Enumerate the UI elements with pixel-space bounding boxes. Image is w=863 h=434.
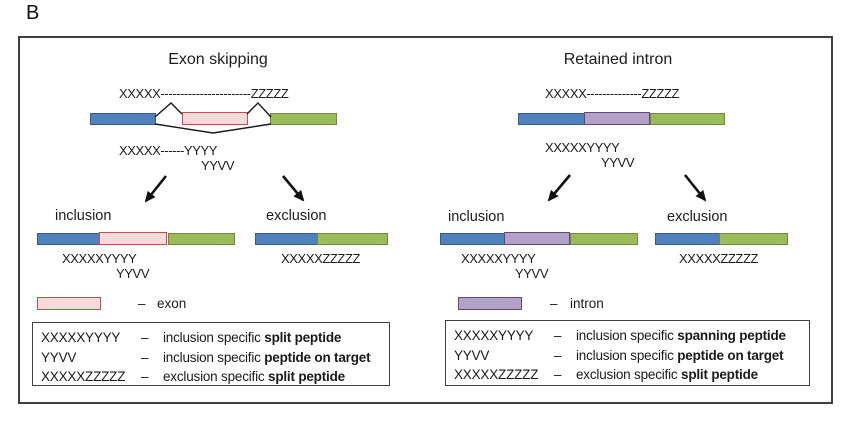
key-row: XXXXXZZZZZ – exclusion specific split pe… [454, 365, 801, 385]
retained-intron-inclusion-seq-1: XXXXXYYYY [461, 251, 536, 266]
intron-legend-label: intron [570, 296, 604, 311]
exon-skipping-exclusion-green-bar [317, 233, 388, 245]
key-row: XXXXXYYYY – inclusion specific split pep… [41, 328, 381, 348]
retained-intron-exclusion-seq: XXXXXZZZZZ [679, 251, 759, 266]
retained-intron-junction-sequence-1: XXXXXYYYY [545, 140, 620, 155]
retained-intron-inclusion-label: inclusion [448, 209, 505, 225]
retained-intron-inclusion-seq-2: YYVV [515, 266, 549, 281]
key-row: XXXXXZZZZZ – exclusion specific split pe… [41, 367, 381, 387]
key-description: inclusion specific peptide on target [576, 347, 784, 363]
exon-skipping-exclusion-blue-bar [255, 233, 318, 245]
exon-legend-dash: – [138, 296, 146, 311]
exon-skipping-inclusion-blue-bar [37, 233, 100, 245]
exon-skipping-inclusion-exon-bar [99, 232, 167, 245]
retained-intron-title: Retained intron [563, 51, 673, 68]
key-code: XXXXXYYYY [41, 330, 121, 345]
exon-skipping-alternative-exon-bar [182, 112, 248, 125]
retained-intron-key-box: XXXXXYYYY – inclusion specific spanning … [445, 320, 810, 386]
key-description: inclusion specific peptide on target [163, 349, 371, 365]
key-row: YYVV – inclusion specific peptide on tar… [41, 348, 381, 368]
key-code: XXXXXZZZZZ [454, 367, 539, 382]
retained-intron-intron-bar [584, 112, 650, 125]
retained-intron-exclusion-blue-bar [655, 233, 720, 245]
retained-intron-inclusion-blue-bar [440, 233, 505, 245]
key-dash: – [141, 369, 149, 384]
exon-skipping-inclusion-seq-2: YYVV [116, 266, 150, 281]
exon-skipping-exclusion-seq: XXXXXZZZZZ [281, 251, 361, 266]
retained-intron-exclusion-label: exclusion [667, 209, 728, 225]
exon-skipping-premrna-sequence: XXXXX-----------------------ZZZZZ [119, 86, 289, 101]
intron-legend-swatch [458, 297, 522, 310]
exon-skipping-inclusion-green-bar [168, 233, 235, 245]
intron-legend-dash: – [550, 296, 558, 311]
key-dash: – [141, 330, 149, 345]
exon-legend-swatch [37, 297, 101, 310]
key-dash: – [554, 367, 562, 382]
retained-intron-left-exon-bar [518, 113, 585, 125]
retained-intron-inclusion-intron-bar [504, 232, 570, 245]
exon-skipping-left-exon-bar [90, 113, 156, 125]
key-description: exclusion specific split peptide [163, 369, 345, 384]
exon-skipping-title: Exon skipping [168, 51, 268, 68]
key-description: inclusion specific spanning peptide [576, 328, 786, 343]
exon-skipping-inclusion-seq-1: XXXXXYYYY [62, 251, 137, 266]
exon-legend-label: exon [157, 296, 187, 311]
exon-skipping-exclusion-label: exclusion [266, 208, 327, 224]
key-code: YYVV [41, 349, 77, 365]
exon-skipping-right-exon-bar [270, 113, 337, 125]
key-code: XXXXXZZZZZ [41, 369, 126, 384]
panel-letter: B [26, 2, 40, 24]
key-row: XXXXXYYYY – inclusion specific spanning … [454, 326, 801, 346]
key-code: YYVV [454, 347, 490, 363]
retained-intron-inclusion-green-bar [570, 233, 638, 245]
exon-skipping-junction-sequence-1: XXXXX------YYYY [119, 143, 218, 158]
retained-intron-junction-sequence-2: YYVV [601, 155, 635, 170]
key-dash: – [141, 349, 149, 365]
key-code: XXXXXYYYY [454, 328, 534, 343]
exon-skipping-junction-sequence-2: YYVV [201, 158, 235, 173]
key-description: exclusion specific split peptide [576, 367, 758, 382]
key-row: YYVV – inclusion specific peptide on tar… [454, 346, 801, 366]
retained-intron-exclusion-green-bar [719, 233, 788, 245]
key-description: inclusion specific split peptide [163, 330, 342, 345]
exon-skipping-key-box: XXXXXYYYY – inclusion specific split pep… [32, 322, 390, 386]
retained-intron-right-exon-bar [650, 113, 725, 125]
key-dash: – [554, 328, 562, 343]
exon-skipping-inclusion-label: inclusion [55, 208, 112, 224]
key-dash: – [554, 347, 562, 363]
retained-intron-premrna-sequence: XXXXX--------------ZZZZZ [545, 86, 680, 101]
